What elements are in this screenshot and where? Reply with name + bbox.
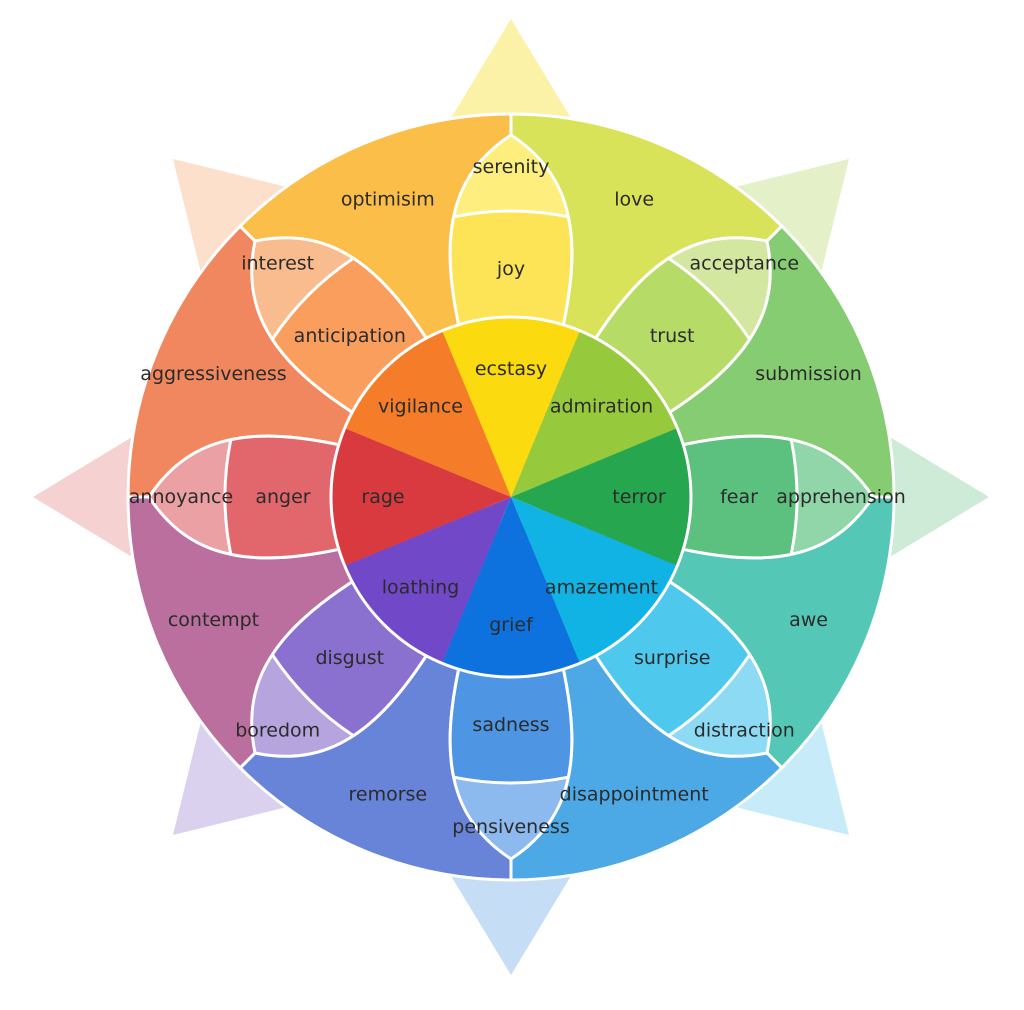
label-outer-disgust: boredom: [235, 719, 320, 741]
label-outer-fear: apprehension: [776, 486, 905, 508]
label-dyad-disappointment: disappointment: [560, 784, 709, 806]
label-outer-sadness: pensiveness: [452, 816, 569, 838]
label-middle-anticipation: anticipation: [294, 325, 406, 347]
label-outer-surprise: distraction: [694, 719, 795, 741]
label-middle-fear: fear: [720, 486, 758, 508]
label-outer-anger: annoyance: [129, 486, 233, 508]
label-middle-surprise: surprise: [634, 647, 711, 669]
inner-wedge-sadness: [442, 497, 580, 678]
emotion-labels: ecstasy joy serenity admiration trust accepta…: [129, 156, 906, 838]
inner-wedge-disgust: [344, 497, 511, 664]
label-middle-trust: trust: [650, 325, 695, 347]
label-dyad-love: love: [614, 189, 654, 211]
inner-wedge-trust: [511, 330, 678, 497]
inner-wedge-anger: [330, 428, 511, 566]
ring-divider: [271, 257, 355, 341]
label-inner-anticipation: vigilance: [378, 396, 463, 418]
label-inner-fear: terror: [612, 486, 666, 508]
inner-octagon: [329, 315, 693, 679]
ring-divider: [667, 257, 751, 341]
label-outer-joy: serenity: [473, 156, 550, 178]
label-outer-anticipation: interest: [241, 253, 314, 275]
label-inner-surprise: amazement: [545, 577, 658, 599]
label-inner-trust: admiration: [550, 396, 653, 418]
label-middle-disgust: disgust: [315, 647, 384, 669]
inner-wedge-surprise: [511, 497, 678, 664]
ring-divider: [667, 653, 751, 737]
label-inner-disgust: loathing: [382, 577, 459, 599]
ring-divider: [223, 439, 233, 555]
label-dyad-optimisim: optimisim: [341, 189, 435, 211]
inner-wedge-fear: [511, 428, 692, 566]
label-inner-sadness: grief: [489, 614, 534, 636]
label-middle-anger: anger: [255, 486, 310, 508]
ring-divider: [789, 439, 799, 555]
label-dyad-remorse: remorse: [348, 784, 427, 806]
ring-divider: [453, 209, 569, 219]
label-dyad-aggressiveness: aggressiveness: [140, 363, 286, 385]
label-outer-trust: acceptance: [690, 253, 800, 275]
label-middle-sadness: sadness: [472, 714, 549, 736]
inner-wedge-anticipation: [344, 330, 511, 497]
label-inner-joy: ecstasy: [475, 358, 547, 380]
label-dyad-submission: submission: [755, 363, 862, 385]
label-middle-joy: joy: [496, 258, 525, 280]
label-inner-anger: rage: [361, 486, 404, 508]
ring-divider: [453, 775, 569, 785]
ring-divider: [271, 653, 355, 737]
label-dyad-awe: awe: [789, 609, 828, 631]
label-dyad-contempt: contempt: [168, 609, 259, 631]
inner-wedge-joy: [442, 316, 580, 497]
